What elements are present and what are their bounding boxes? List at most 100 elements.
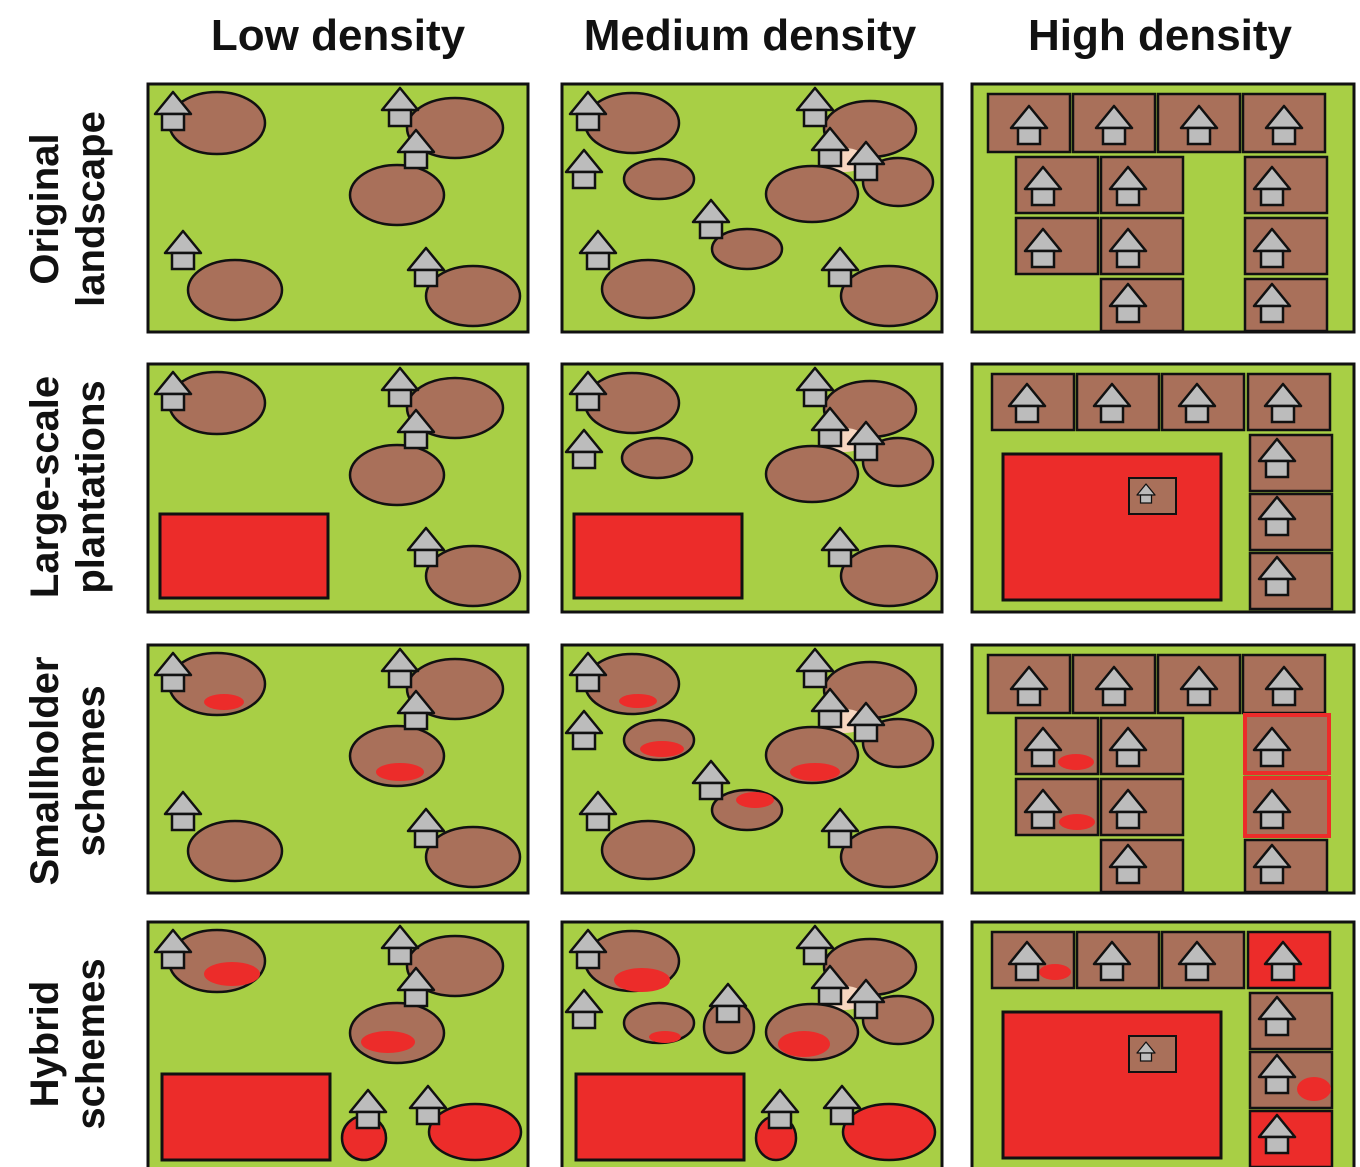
house-body [415,1106,441,1126]
house-body [853,442,879,462]
smallholder-farm [764,164,860,224]
row-label-hybrid-schemes: Hybrid schemes [0,922,135,1167]
house-icon [568,928,608,970]
house-body [1030,187,1056,207]
house-body [575,673,601,693]
farm-plot [1248,433,1334,493]
house-icon [1136,1041,1156,1062]
house-icon [406,246,446,288]
row-label-line-2: plantations [69,380,113,593]
house-body [1264,459,1290,479]
house-body [1259,249,1285,269]
house-body [571,450,597,470]
house-body [1264,1135,1290,1155]
house-icon [153,90,193,132]
smallholder-farm [861,156,935,208]
house-icon [1252,227,1292,269]
row-label-line-1: Large-scale [23,376,67,598]
house-icon [396,408,436,450]
house-body [575,112,601,132]
smallholder-farm [861,436,935,488]
house-icon [1108,788,1148,830]
house-body [585,251,611,271]
house-body [1139,1052,1153,1062]
house-body [413,268,439,288]
house-body [1115,810,1141,830]
oil-palm-patch [204,694,244,710]
smallholder-farm [710,227,784,271]
house-icon [1252,165,1292,207]
house-icon [1263,940,1303,982]
house-icon [396,689,436,731]
oil-palm-patch [1058,754,1094,770]
house-icon [1264,665,1304,707]
house-body [1115,249,1141,269]
house-icon [1177,382,1217,424]
house-body [1264,517,1290,537]
house-body [160,112,186,132]
house-body [802,388,828,408]
farm-plot [1128,1035,1177,1073]
house-body [827,548,853,568]
house-body [1115,304,1141,324]
smallholder-farm [424,544,522,608]
smallholder-farm [600,819,696,881]
house-icon [564,428,604,470]
house-body [817,986,843,1006]
house-body [802,669,828,689]
row-label-smallholder-schemes: Smallholder schemes [0,646,135,896]
house-icon [1252,726,1292,768]
house-body [403,150,429,170]
house-icon [1252,788,1292,830]
house-icon [1007,382,1047,424]
house-body [1186,126,1212,146]
house-body [1259,304,1285,324]
house-body [575,950,601,970]
house-icon [1257,995,1297,1037]
row-label-large-scale-plantations: Large-scale plantations [0,362,135,612]
house-body [387,108,413,128]
smallholder-farm [405,376,505,440]
house-icon [708,982,748,1024]
house-body [575,392,601,412]
house-body [355,1110,381,1130]
house-icon [1179,104,1219,146]
house-body [715,1004,741,1024]
house-body [160,950,186,970]
house-icon [396,966,436,1008]
house-icon [1009,665,1049,707]
house-body [1030,748,1056,768]
oil-palm-patch [204,962,260,986]
smallholder-farm [348,443,446,507]
oil-palm-patch [1039,964,1071,980]
house-icon [846,978,886,1020]
house-icon [153,370,193,412]
house-body [1184,962,1210,982]
house-icon [691,759,731,801]
plantation-block [158,512,330,600]
farm-plot [1248,492,1334,552]
farm-plot [1248,991,1334,1051]
smallholder-farm [861,717,935,769]
oil-palm-patch [790,763,840,781]
smallholder-farm [405,934,505,998]
farm-plot [1248,1109,1334,1167]
house-body [1101,687,1127,707]
farm-plot [1128,477,1177,515]
house-body [1184,404,1210,424]
house-icon [153,928,193,970]
smallholder-farm [348,163,446,227]
house-icon [820,526,860,568]
house-icon [348,1088,388,1130]
house-icon [1257,495,1297,537]
house-body [1030,249,1056,269]
oil-palm-patch [427,1102,523,1162]
house-icon [1108,165,1148,207]
house-icon [1094,665,1134,707]
house-icon [1108,282,1148,324]
house-icon [1108,726,1148,768]
house-body [571,170,597,190]
farm-plot [1248,551,1334,611]
house-icon [380,366,420,408]
